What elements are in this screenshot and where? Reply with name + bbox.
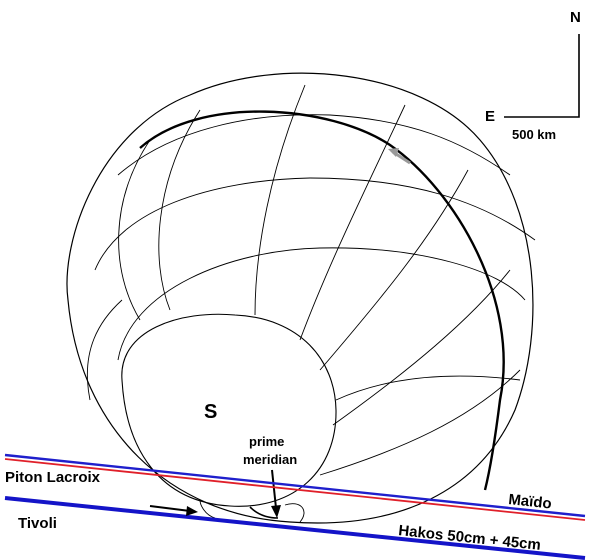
chord-label-maido: Maïdo [508, 491, 553, 512]
chord-upper-red [4, 458, 586, 521]
chord-label-piton-lacroix: Piton Lacroix [5, 469, 101, 486]
meridian-line [319, 369, 521, 476]
chord-upper-blue [4, 453, 586, 518]
prime-meridian-label-line2: meridian [243, 452, 297, 467]
chord-label-hakos: Hakos 50cm + 45cm [398, 522, 542, 554]
latitude-line [117, 114, 511, 176]
compass-arms [504, 34, 580, 118]
prime-meridian-line [249, 506, 279, 519]
meridian-line [332, 269, 511, 426]
meridian-line [254, 84, 306, 316]
direction-arrow [149, 505, 198, 516]
body-shape [66, 72, 536, 524]
meridian-line [299, 104, 406, 341]
meridian-line [284, 503, 305, 523]
prime-meridian-pointer [271, 469, 281, 518]
meridian-line [118, 139, 151, 321]
compass: N E 500 km [485, 9, 581, 142]
chords [4, 453, 586, 560]
latitude-line [335, 375, 521, 401]
meridian-line [158, 109, 201, 311]
chord-label-tivoli: Tivoli [18, 515, 57, 532]
latitude-line [117, 247, 526, 361]
chord-lower-blue [4, 496, 586, 560]
motion-arrow [388, 148, 411, 165]
terminator-line [139, 110, 505, 491]
meridian-line [199, 499, 216, 519]
south-polar-region [121, 313, 337, 507]
body-limb [66, 72, 534, 524]
meridian-line [319, 169, 469, 371]
east-label: E [485, 108, 495, 125]
north-label: N [570, 9, 581, 26]
pole-label: S [204, 401, 217, 423]
latitude-line [86, 299, 123, 401]
prime-meridian-label-line1: prime [249, 434, 284, 449]
latitude-line [94, 177, 536, 271]
scale-label: 500 km [512, 127, 556, 142]
